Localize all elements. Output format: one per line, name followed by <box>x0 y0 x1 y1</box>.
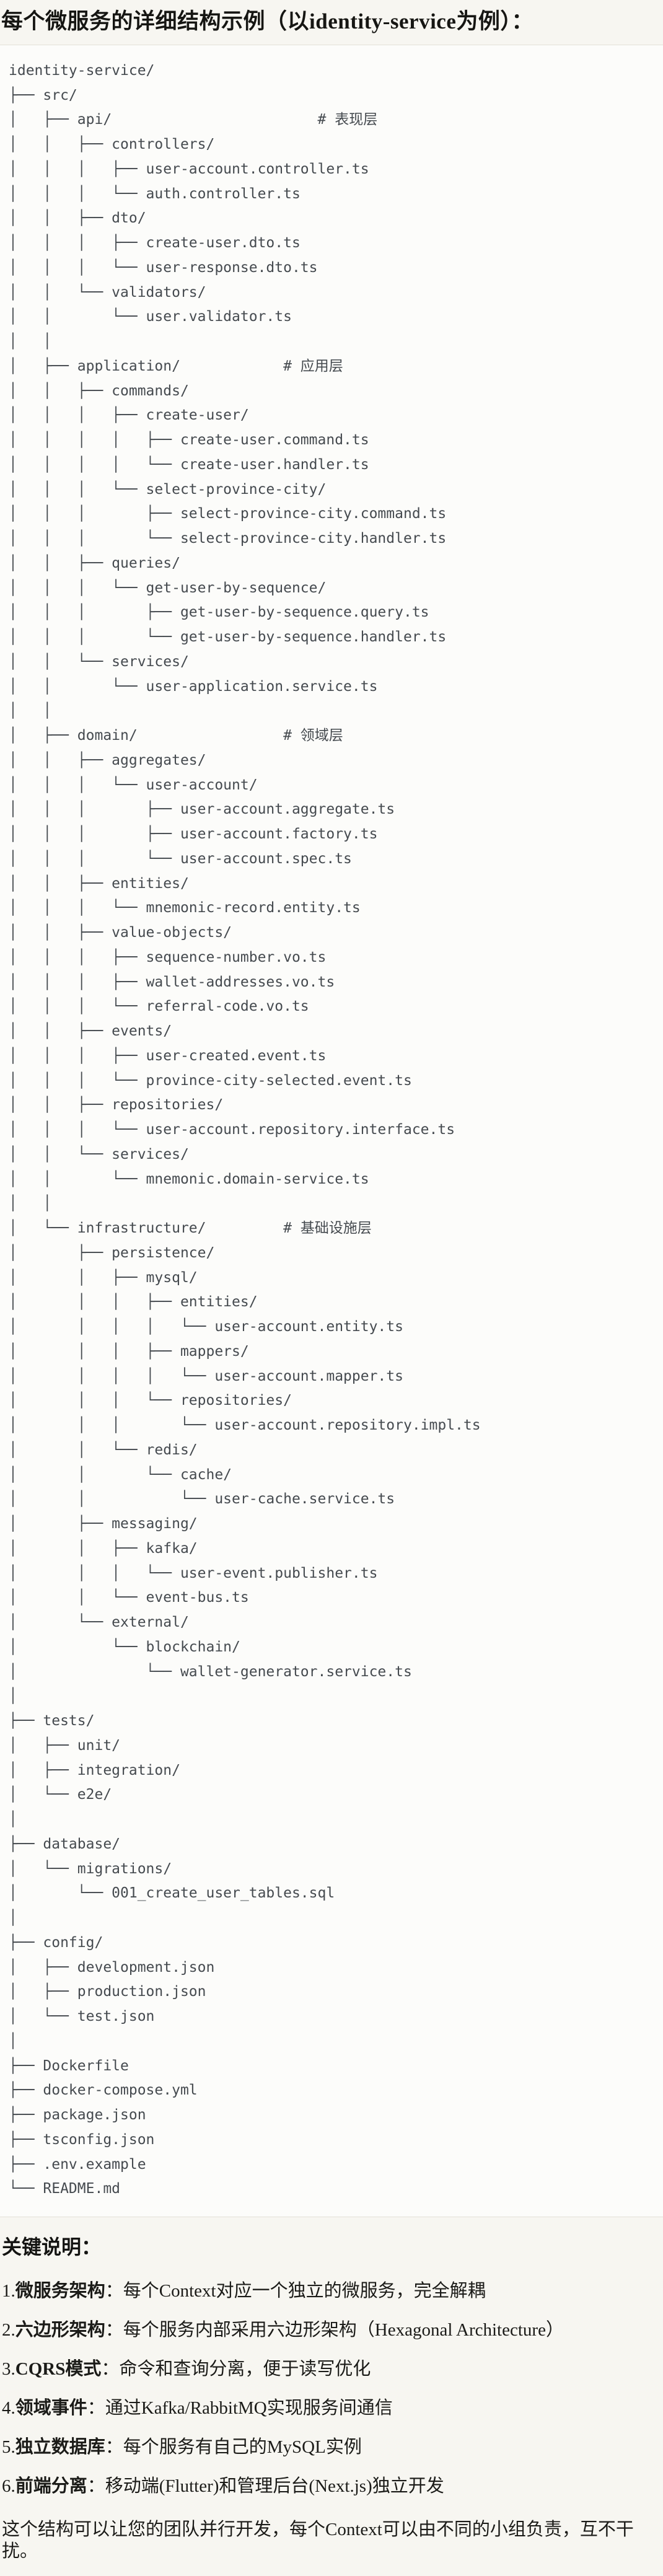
list-number: 5. <box>2 2437 15 2457</box>
section-heading: 关键说明： <box>2 2236 102 2258</box>
list-label: 领域事件 <box>15 2398 87 2418</box>
key-notes-section: 关键说明： 1.微服务架构：每个Context对应一个独立的微服务，完全解耦 2… <box>0 2235 663 2576</box>
list-number: 1. <box>2 2281 15 2301</box>
list-item: 6.前端分离：移动端(Flutter)和管理后台(Next.js)独立开发 <box>2 2476 658 2497</box>
list-label: 六边形架构 <box>15 2320 105 2340</box>
code-block: identity-service/ ├── src/ │ ├── api/ # … <box>0 44 663 2217</box>
list-number: 2. <box>2 2320 15 2340</box>
page-title: 每个微服务的详细结构示例（以identity-service为例）： <box>1 9 533 33</box>
list-label: 前端分离 <box>15 2476 87 2496</box>
list-text: ：移动端(Flutter)和管理后台(Next.js)独立开发 <box>87 2476 444 2496</box>
list-label: CQRS模式 <box>15 2359 102 2379</box>
list-text: ：每个Context对应一个独立的微服务，完全解耦 <box>105 2281 486 2301</box>
list-text: ：命令和查询分离，便于读写优化 <box>101 2359 371 2379</box>
list-label: 独立数据库 <box>15 2437 105 2457</box>
list-item: 3.CQRS模式：命令和查询分离，便于读写优化 <box>2 2358 658 2380</box>
list-number: 4. <box>2 2398 15 2418</box>
list-item: 1.微服务架构：每个Context对应一个独立的微服务，完全解耦 <box>2 2280 658 2302</box>
file-tree: identity-service/ ├── src/ │ ├── api/ # … <box>9 62 481 2197</box>
list-item: 5.独立数据库：每个服务有自己的MySQL实例 <box>2 2437 658 2458</box>
list-number: 3. <box>2 2359 15 2379</box>
list-text: ：每个服务有自己的MySQL实例 <box>105 2437 362 2457</box>
list-text: ：每个服务内部采用六边形架构（Hexagonal Architecture） <box>105 2320 564 2340</box>
closing-paragraph: 这个结构可以让您的团队并行开发，每个Context可以由不同的小组负责，互不干扰… <box>2 2520 634 2561</box>
list-text: ：通过Kafka/RabbitMQ实现服务间通信 <box>87 2398 393 2418</box>
list-item: 2.六边形架构：每个服务内部采用六边形架构（Hexagonal Architec… <box>2 2319 658 2341</box>
list-item: 4.领域事件：通过Kafka/RabbitMQ实现服务间通信 <box>2 2398 658 2419</box>
list-label: 微服务架构 <box>15 2281 105 2301</box>
list-number: 6. <box>2 2476 15 2496</box>
